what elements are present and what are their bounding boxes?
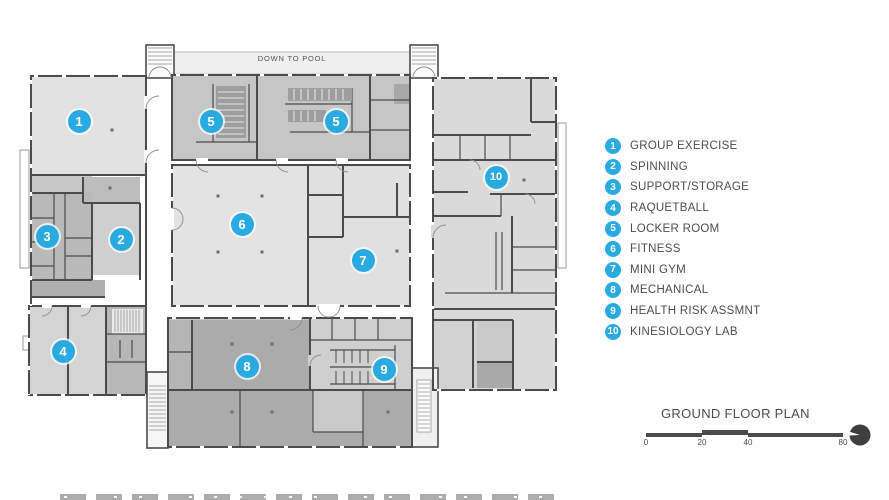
legend-label: SUPPORT/STORAGE [630,181,750,194]
legend-item-mechanical: 8 MECHANICAL [605,280,760,301]
scale-tick: 0 [643,438,649,447]
room-badge-5a: 5 [199,109,223,133]
plan-title: GROUND FLOOR PLAN [661,406,810,421]
room-badge-2: 2 [109,227,133,251]
room-badge-1: 1 [67,109,91,133]
legend-label: MECHANICAL [630,284,709,297]
legend-number-badge: 6 [605,241,621,258]
legend-item-mini-gym: 7 MINI GYM [605,260,760,281]
legend-label: LOCKER ROOM [630,222,720,235]
legend-number-badge: 5 [605,220,621,237]
legend-number-badge: 1 [605,138,621,155]
legend-number-badge: 7 [605,261,621,278]
legend-label: RAQUETBALL [630,202,710,215]
legend-item-support-storage: 3 SUPPORT/STORAGE [605,177,760,198]
scale-bar-segment [646,433,702,437]
scale-bar: 0 20 40 80 [643,428,847,447]
room-badge-3: 3 [35,224,59,248]
room-badge-10: 10 [484,165,508,189]
legend-label: GROUP EXERCISE [630,140,738,153]
room-badge-8: 8 [235,354,259,378]
legend-number-badge: 2 [605,158,621,175]
legend-number-badge: 9 [605,303,621,320]
legend-item-fitness: 6 FITNESS [605,239,760,260]
legend: 1 GROUP EXERCISE 2 SPINNING 3 SUPPORT/ST… [605,136,760,342]
north-indicator-icon [849,424,871,446]
scale-tick: 80 [838,438,848,447]
room-badge-9: 9 [372,357,396,381]
legend-item-group-exercise: 1 GROUP EXERCISE [605,136,760,157]
scale-tick: 20 [697,438,707,447]
legend-number-badge: 8 [605,282,621,299]
legend-number-badge: 3 [605,179,621,196]
legend-item-raquetball: 4 RAQUETBALL [605,198,760,219]
floor-plan-drawing [19,44,567,500]
legend-label: HEALTH RISK ASSMNT [630,305,761,318]
scale-bar-segment [702,429,748,434]
legend-item-spinning: 2 SPINNING [605,157,760,178]
down-to-pool-label: DOWN TO POOL [257,54,327,63]
legend-item-kinesiology-lab: 10 KINESIOLOGY LAB [605,321,760,342]
legend-item-health-risk: 9 HEALTH RISK ASSMNT [605,301,760,322]
title-block: GROUND FLOOR PLAN 0 20 40 80 [643,400,886,460]
legend-item-locker-room: 5 LOCKER ROOM [605,218,760,239]
room-badge-6: 6 [230,212,254,236]
scale-bar-baseline [646,433,843,435]
room-badge-7: 7 [351,248,375,272]
legend-label: SPINNING [630,160,688,173]
legend-number-badge: 4 [605,200,621,217]
room-badge-5b: 5 [324,109,348,133]
room-badge-4: 4 [51,339,75,363]
legend-label: FITNESS [630,243,681,256]
legend-number-badge: 10 [605,323,621,340]
scale-bar-segment [748,433,843,437]
legend-label: KINESIOLOGY LAB [630,325,738,338]
legend-label: MINI GYM [630,263,687,276]
scale-tick: 40 [743,438,753,447]
